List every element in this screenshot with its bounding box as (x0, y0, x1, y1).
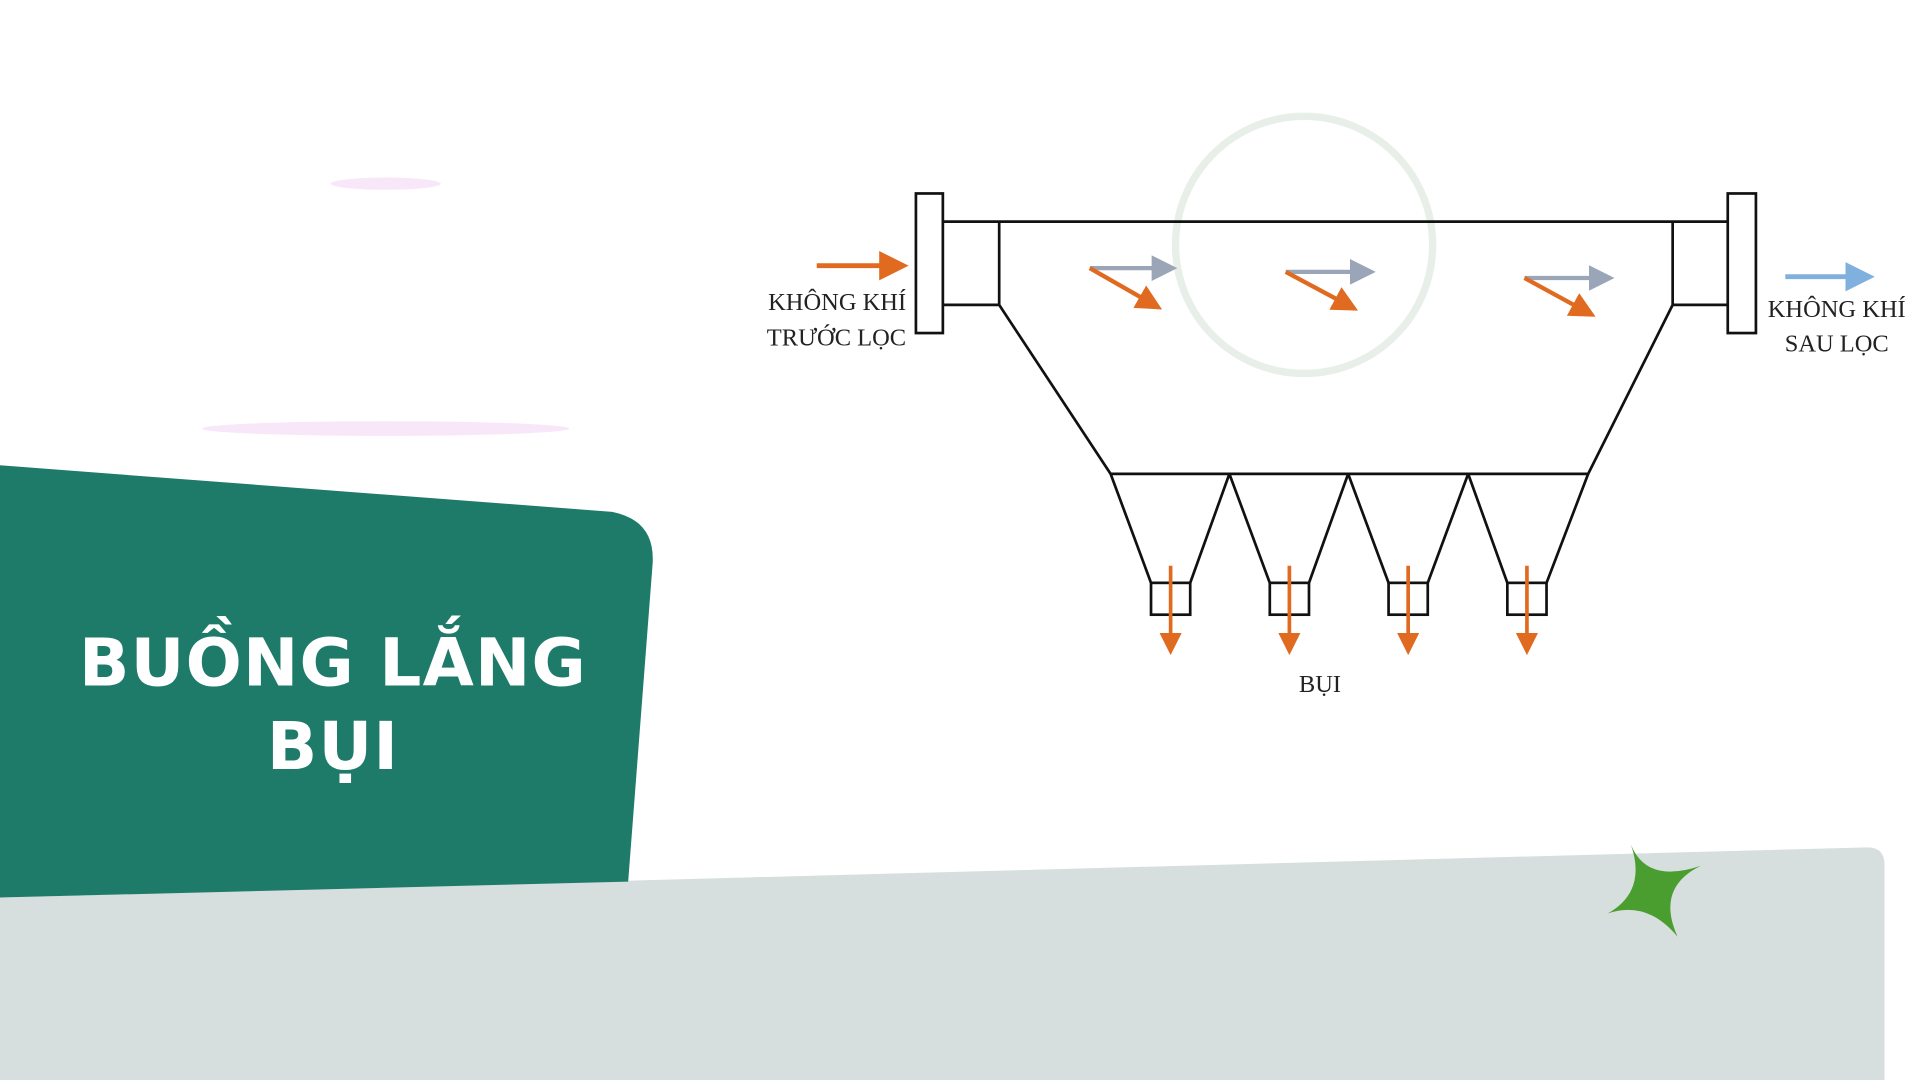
outlet-label-line-1: KHÔNG KHÍ (1768, 295, 1906, 323)
chamber-body (942, 220, 1728, 476)
faint-blob (202, 421, 570, 436)
flow-arrows (1088, 255, 1615, 317)
title-line-2: BỤI (267, 708, 399, 785)
inlet-label-line-1: KHÔNG KHÍ (768, 288, 906, 316)
title-line-1: BUỒNG LẮNG (79, 616, 587, 702)
dust-label: BỤI (1299, 671, 1341, 698)
watermark-logo (1171, 112, 1437, 378)
title-panel (0, 465, 653, 898)
faint-blob (330, 177, 441, 190)
inlet-label-line-2: TRƯỚC LỌC (767, 323, 906, 351)
outlet-label-line-2: SAU LỌC (1785, 330, 1889, 357)
star-icon (1607, 844, 1701, 937)
settling-chamber-diagram: KHÔNG KHÍ TRƯỚC LỌC KHÔNG KHÍ SAU LỌC BỤ… (767, 192, 1906, 698)
outlet-flange (1726, 192, 1758, 335)
inlet-flange (914, 192, 945, 335)
bottom-band (0, 847, 1885, 1080)
hoppers (1109, 473, 1590, 617)
